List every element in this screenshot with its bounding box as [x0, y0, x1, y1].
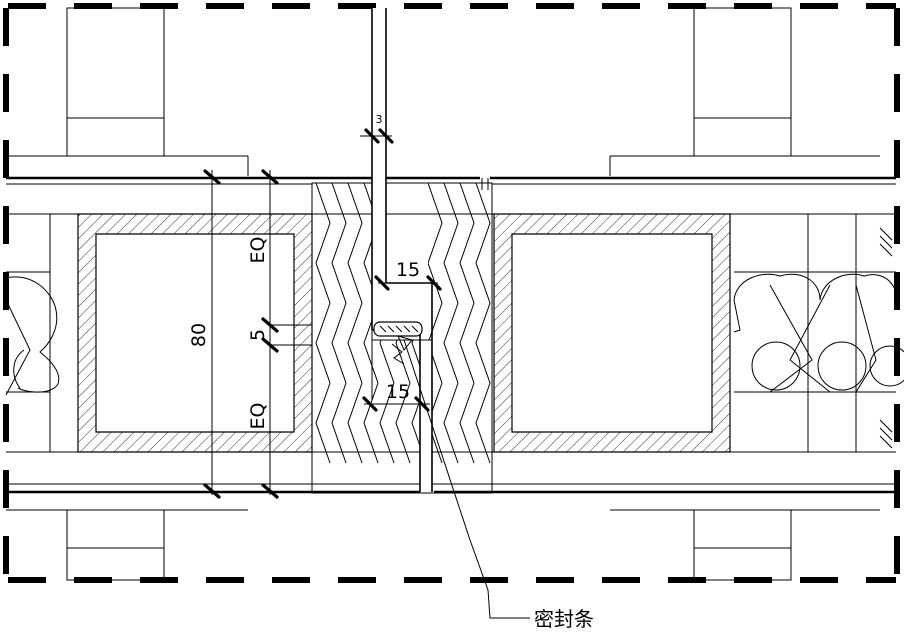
left-insulation: [5, 276, 60, 396]
dim-total-80: 80: [188, 323, 210, 347]
dim-flange-bottom-15: 15: [386, 381, 410, 403]
seal-leader-line: [397, 335, 530, 619]
side-columns: [6, 214, 896, 452]
glass-panel-joint: [371, 8, 433, 492]
seal-strip-label: 密封条: [534, 607, 594, 631]
right-steel-tube: [493, 213, 731, 453]
seal-strip: [373, 321, 423, 365]
outer-dashed-boundary: [3, 3, 900, 583]
dim-eq-bottom: EQ: [247, 403, 269, 430]
dimension-texts: 80 EQ EQ 5 15 15 3: [188, 113, 420, 429]
right-insulation: [733, 273, 904, 393]
dim-glass-gap-3: 3: [376, 113, 383, 126]
dimension-lines: [203, 128, 442, 499]
mullion-blocks: [6, 7, 880, 581]
dim-gap-5: 5: [247, 329, 269, 341]
dim-eq-top: EQ: [247, 237, 269, 264]
dim-flange-top-15: 15: [396, 259, 420, 281]
